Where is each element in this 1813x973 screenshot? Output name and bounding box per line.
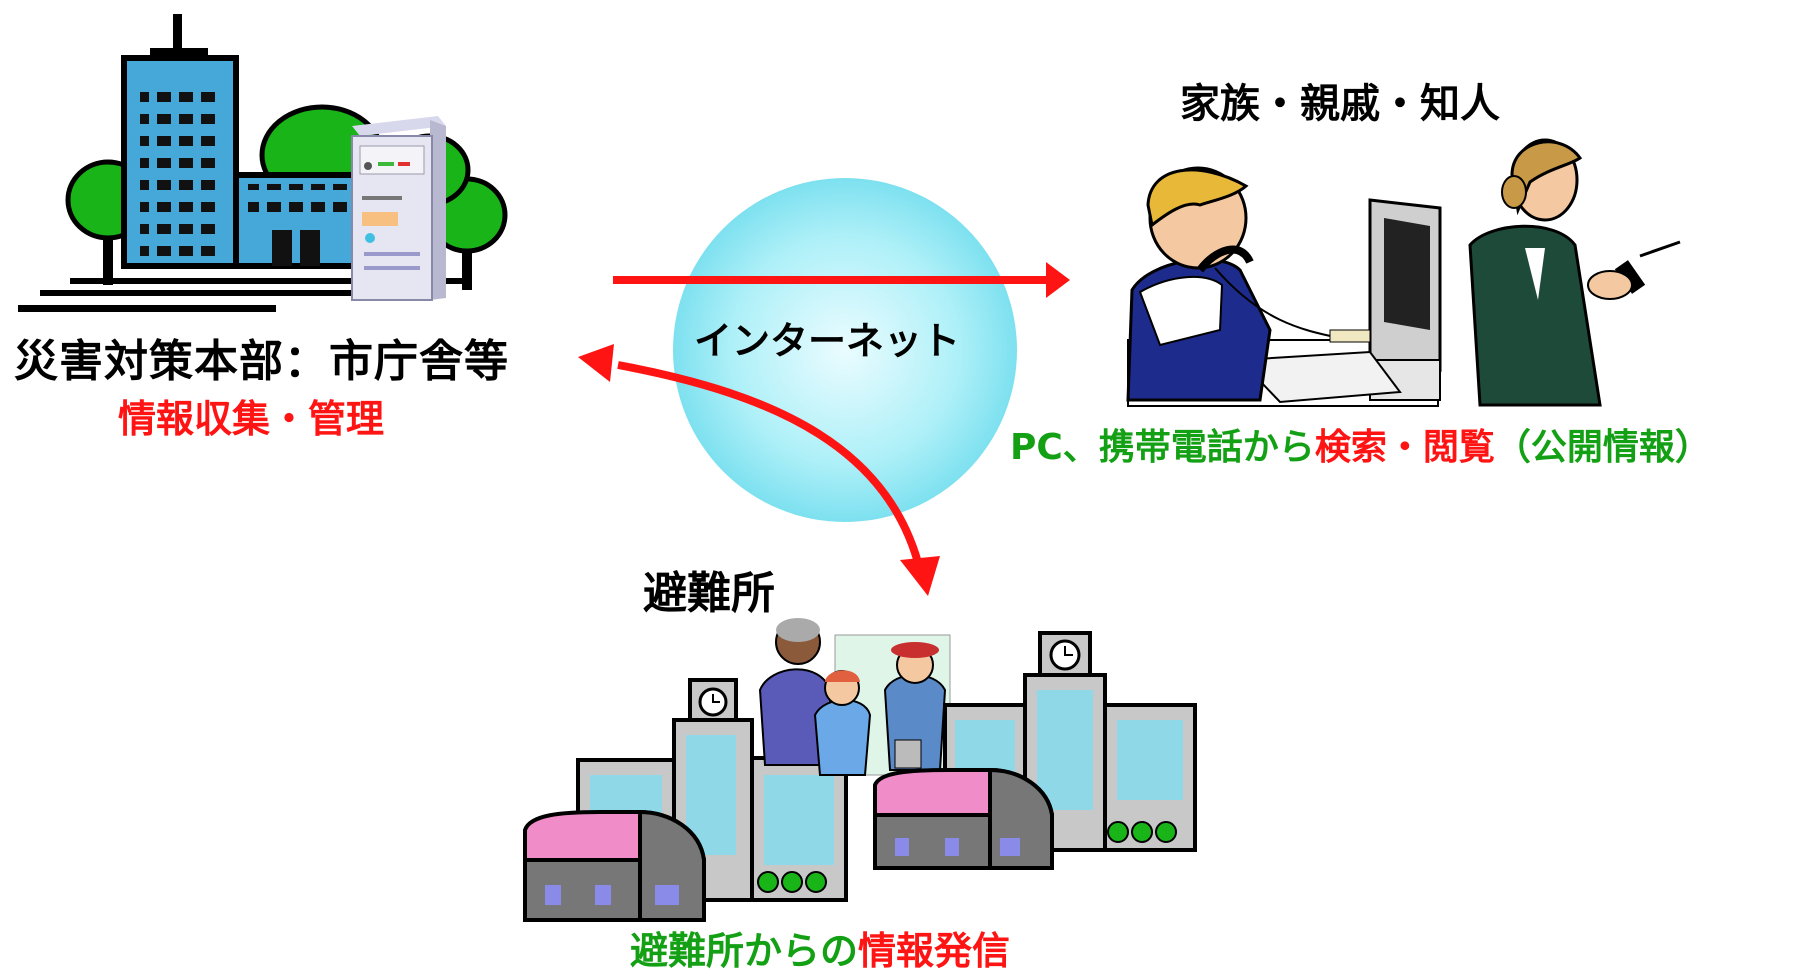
family-subtitle-device: PC、携帯電話から — [1010, 427, 1315, 468]
shelter-subtitle: 避難所からの情報発信 — [630, 932, 1010, 970]
shelter-title: 避難所 — [643, 568, 775, 619]
internet-globe-icon — [673, 178, 1017, 522]
arrow-hq-to-shelter — [578, 344, 940, 596]
hq-subtitle: 情報収集・管理 — [118, 397, 385, 441]
arrow-to-family — [613, 262, 1070, 298]
evacuees-icon — [758, 618, 951, 776]
family-subtitle-action: 検索・閲覧 — [1314, 427, 1495, 468]
internet-label: インターネット — [694, 319, 961, 363]
family-subtitle-public: （公開情報） — [1494, 427, 1711, 468]
server-icon — [351, 116, 446, 301]
hq-illustration — [18, 14, 508, 312]
shelter-subtitle-action: 情報発信 — [858, 929, 1011, 973]
family-subtitle: PC、携帯電話から検索・閲覧（公開情報） — [1010, 430, 1711, 466]
office-building-icon — [121, 14, 369, 269]
family-title: 家族・親戚・知人 — [1180, 81, 1500, 127]
woman-with-phone-icon — [1468, 138, 1681, 407]
boy-at-computer-icon — [1126, 166, 1442, 407]
hq-title: 災害対策本部：市庁舎等 — [14, 336, 509, 387]
tree-icon — [1107, 821, 1177, 843]
gymnasium-icon — [873, 767, 1054, 870]
gymnasium-icon — [523, 809, 706, 922]
tree-icon — [757, 871, 827, 893]
shelter-illustration — [523, 618, 1197, 922]
shelter-subtitle-source: 避難所からの — [630, 929, 859, 973]
